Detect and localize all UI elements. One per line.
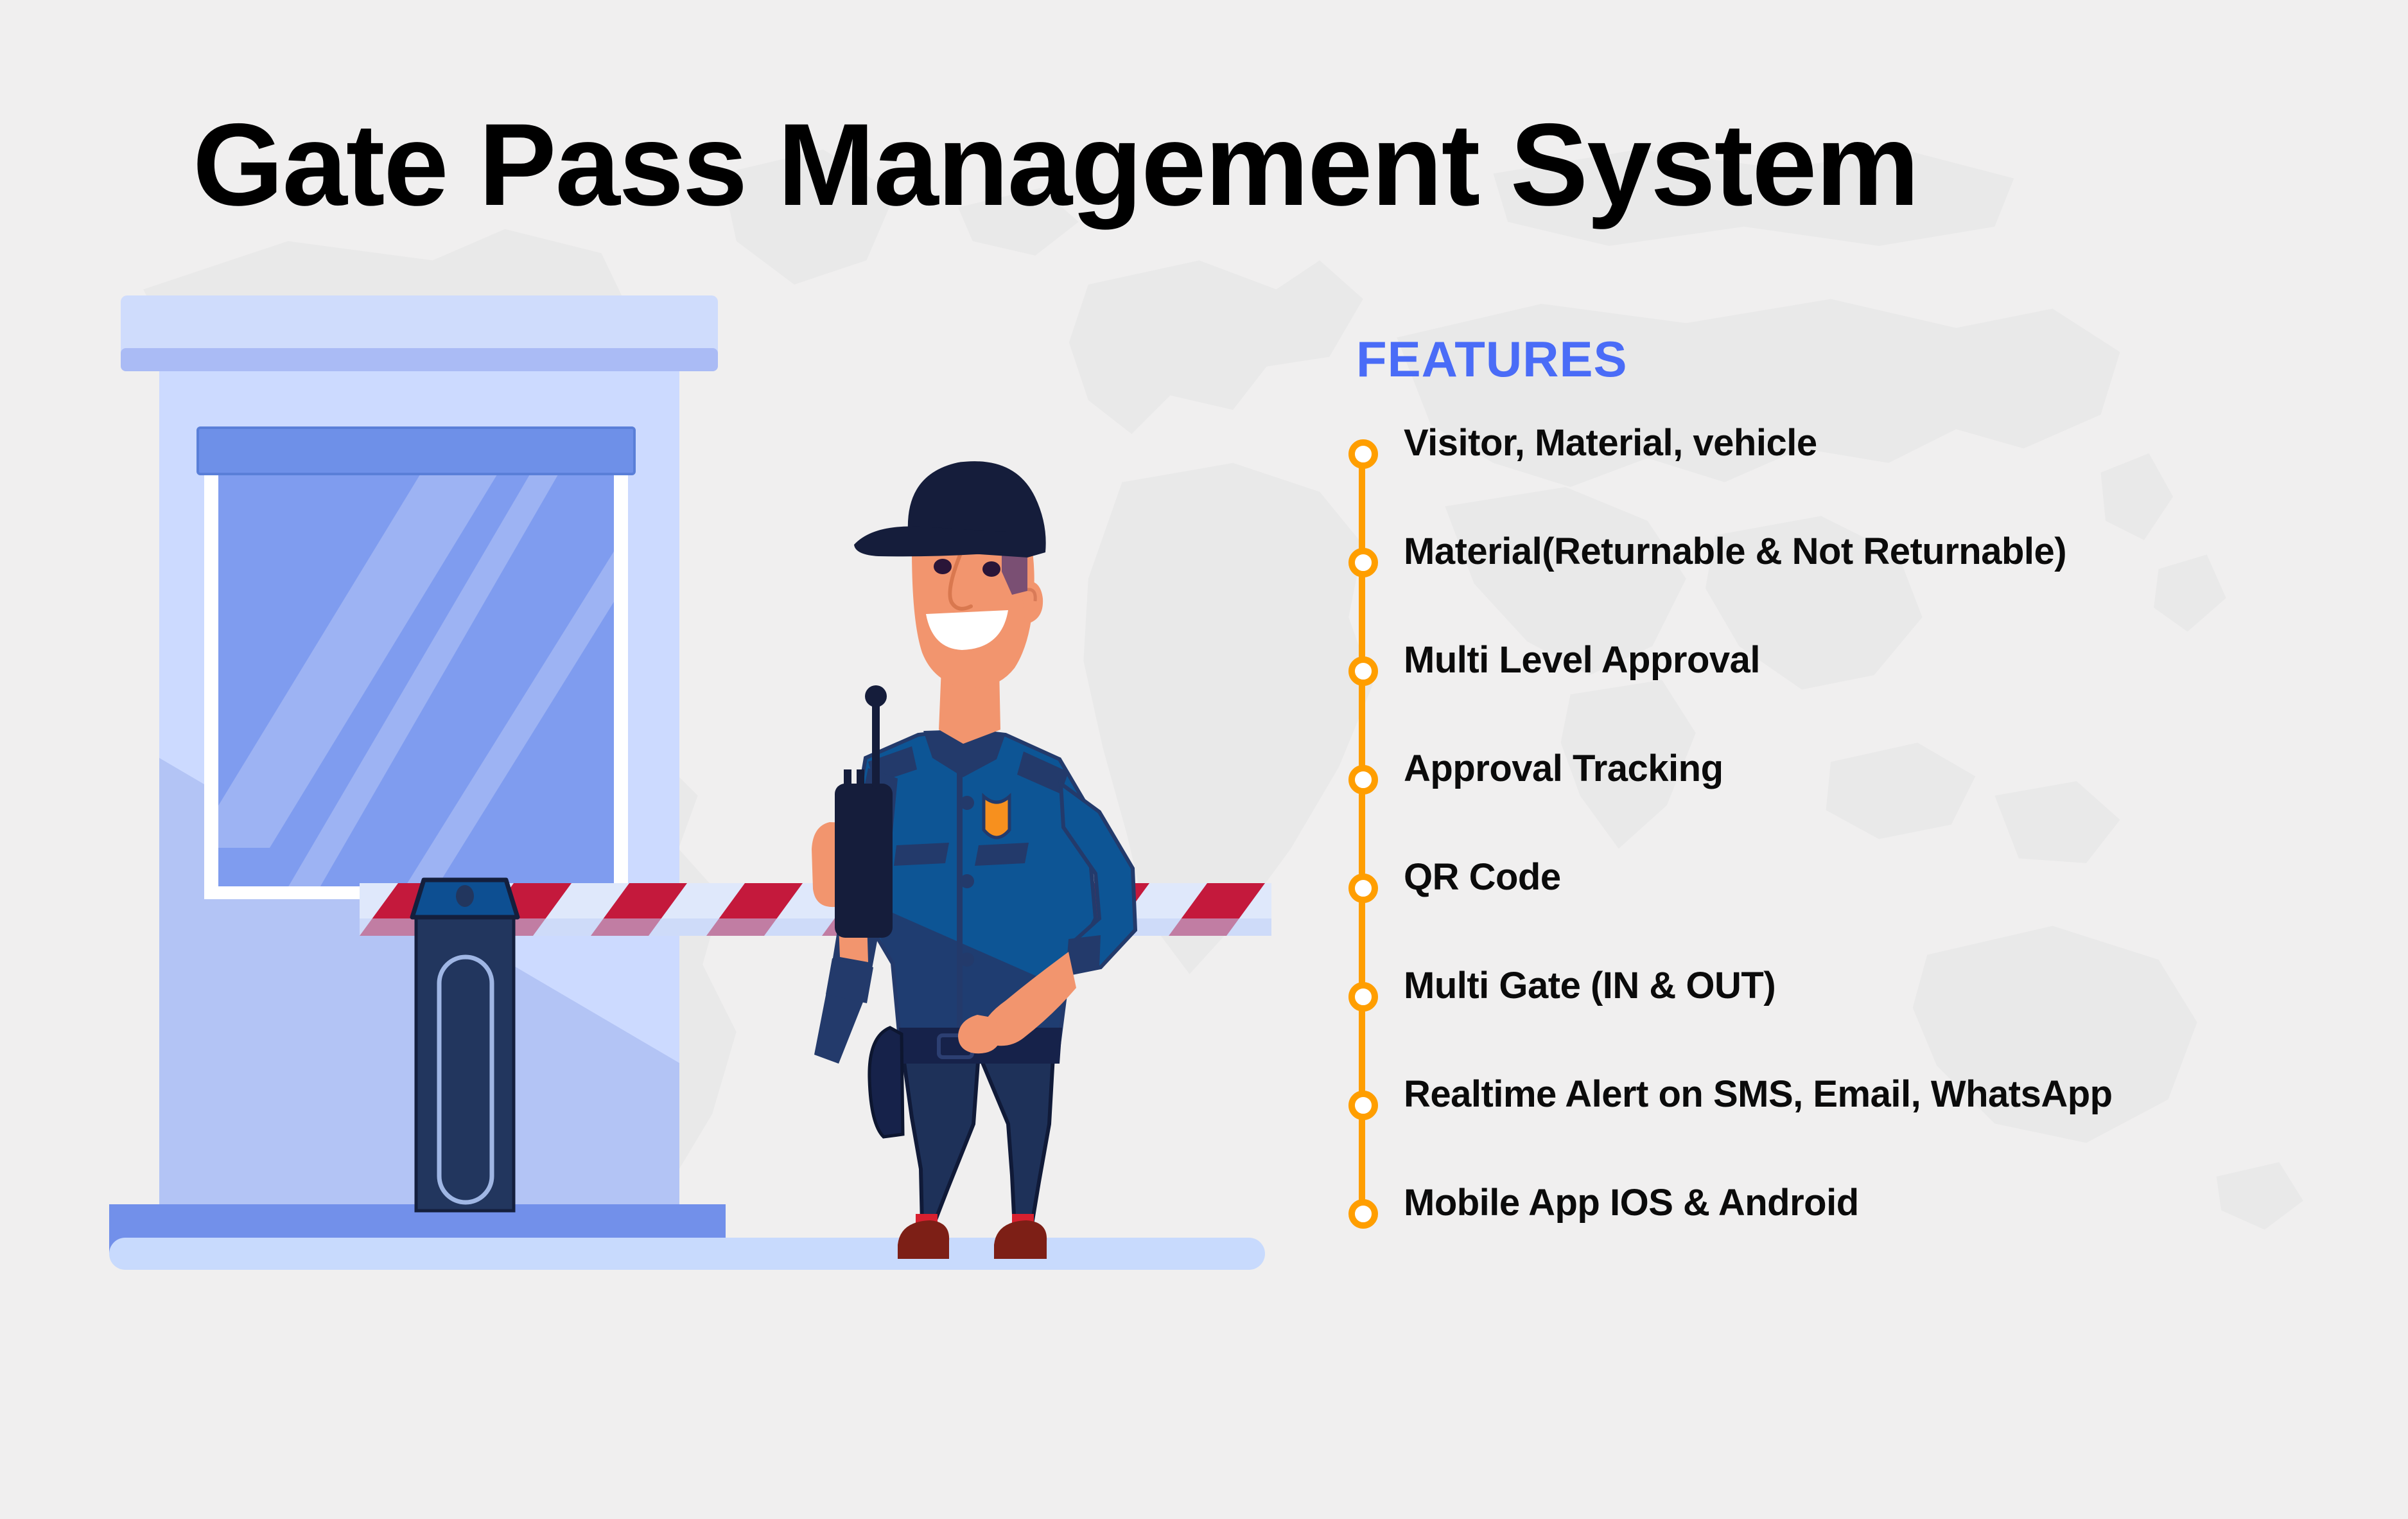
guard-epaulette-right — [1017, 751, 1069, 794]
feature-label: Visitor, Material, vehicle — [1404, 422, 1817, 464]
feature-item-approval-tracking[interactable]: Approval Tracking — [1342, 748, 2318, 858]
feature-item-multi-level-approval[interactable]: Multi Level Approval — [1342, 639, 2318, 750]
feature-bullet-icon — [1348, 656, 1378, 686]
feature-bullet-icon — [1348, 548, 1378, 577]
walkie-talkie-body — [835, 784, 893, 938]
walkie-talkie-knob — [844, 769, 851, 787]
guard-pocket-left — [894, 843, 949, 866]
feature-item-multi-gate[interactable]: Multi Gate (IN & OUT) — [1342, 965, 2318, 1075]
walkie-talkie — [835, 685, 893, 938]
guard-eye-right — [982, 561, 1000, 577]
guard-leg-right — [975, 1051, 1056, 1230]
security-guard — [812, 461, 1138, 1259]
features-panel: FEATURES Visitor, Material, vehicle Mate… — [1342, 334, 2318, 1292]
booth-roof-lip — [121, 348, 718, 371]
guard-forearm-right — [981, 952, 1076, 1046]
feature-label: Multi Level Approval — [1404, 639, 1761, 681]
walkie-talkie-antenna-tip — [865, 685, 887, 707]
feature-bullet-icon — [1348, 439, 1378, 469]
feature-bullet-icon — [1348, 982, 1378, 1012]
barrier-post-indicator — [456, 885, 474, 907]
guard-smile — [926, 610, 1008, 650]
feature-bullet-icon — [1348, 1091, 1378, 1120]
feature-bullet-icon — [1348, 874, 1378, 903]
booth-window-glass — [218, 470, 614, 886]
feature-bullet-icon — [1348, 765, 1378, 795]
guard-shirt-placket — [957, 745, 963, 1060]
feature-label: Material(Returnable & Not Returnable) — [1404, 531, 2067, 572]
guard-holster — [868, 1026, 905, 1139]
guard-cap-brim — [854, 526, 1006, 557]
guard-ear-detail — [1027, 588, 1037, 602]
feature-item-realtime-alert[interactable]: Realtime Alert on SMS, Email, WhatsApp — [1342, 1075, 2318, 1184]
guard-collar-right — [963, 730, 1006, 777]
guard-neck — [939, 668, 1000, 744]
guard-gate-illustration — [109, 295, 1271, 1270]
guard-pocket-right — [975, 843, 1029, 866]
guard-shoe-right — [994, 1220, 1047, 1259]
page-title: Gate Pass Management System — [193, 99, 1919, 230]
guard-cuff-left — [826, 958, 873, 1003]
barrier-post-panel — [437, 954, 494, 1205]
feature-item-material-returnable[interactable]: Material(Returnable & Not Returnable) — [1342, 532, 2318, 641]
feature-item-visitor-material-vehicle[interactable]: Visitor, Material, vehicle — [1342, 422, 2318, 532]
feature-label: Mobile App IOS & Android — [1404, 1182, 1859, 1224]
guard-shoe-left — [898, 1220, 950, 1259]
guard-ear — [1021, 581, 1043, 624]
guard-cuff-right — [1066, 935, 1101, 972]
feature-label: Realtime Alert on SMS, Email, WhatsApp — [1404, 1073, 2113, 1115]
guard-nose — [948, 545, 973, 611]
booth-window-header — [196, 426, 636, 475]
feature-label: Approval Tracking — [1404, 748, 1723, 789]
feature-item-mobile-app[interactable]: Mobile App IOS & Android — [1342, 1182, 2318, 1292]
feature-label: QR Code — [1404, 856, 1561, 898]
guard-fist-right — [958, 1015, 1000, 1054]
feature-bullet-icon — [1348, 1199, 1378, 1229]
guard-shirt-button — [960, 796, 974, 810]
guard-shirt-button — [960, 874, 974, 888]
ground-strip — [109, 1238, 1265, 1270]
guard-leg-left — [900, 1051, 981, 1231]
guard-badge — [982, 793, 1011, 839]
walkie-talkie-knob — [857, 769, 864, 787]
guard-shirt-button — [960, 953, 974, 967]
features-list: Visitor, Material, vehicle Material(Retu… — [1342, 422, 2318, 1292]
walkie-talkie-antenna — [872, 695, 880, 789]
features-heading: FEATURES — [1356, 331, 1628, 387]
feature-item-qr-code[interactable]: QR Code — [1342, 856, 2318, 967]
feature-timeline-line — [1359, 451, 1365, 1213]
barrier-post — [410, 877, 520, 1213]
feature-label: Multi Gate (IN & OUT) — [1404, 965, 1776, 1006]
barrier-post-column — [414, 913, 516, 1213]
guard-collar-left — [923, 730, 963, 777]
guard-eye-left — [934, 559, 952, 574]
